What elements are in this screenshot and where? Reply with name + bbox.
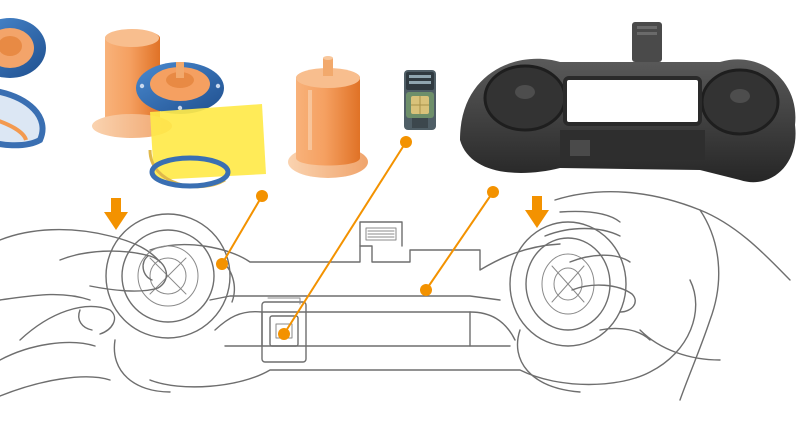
callout-spool-to-left	[216, 190, 268, 270]
left-spool-line-art	[105, 213, 236, 339]
left-hand-line-art	[0, 228, 168, 397]
right-hand-line-art	[544, 191, 791, 401]
callout-cassette-to-body	[420, 186, 499, 296]
chip-module	[404, 70, 436, 130]
ribbon-spool-with-film	[92, 29, 266, 189]
ribbon-cassette	[460, 22, 796, 183]
callout-dot-icon	[420, 284, 432, 296]
down-arrow-icon	[525, 196, 549, 228]
callout-dot-icon	[278, 328, 290, 340]
callout-dot-icon	[400, 136, 412, 148]
down-arrow-icon	[104, 198, 128, 230]
ribbon-core	[288, 56, 368, 178]
callout-chip-to-slot	[278, 136, 412, 340]
callout-dot-icon	[487, 186, 499, 198]
right-spool-line-art	[509, 221, 627, 347]
ribbon-spool-partial	[0, 18, 46, 149]
callout-dot-icon	[216, 258, 228, 270]
callout-dot-icon	[256, 190, 268, 202]
